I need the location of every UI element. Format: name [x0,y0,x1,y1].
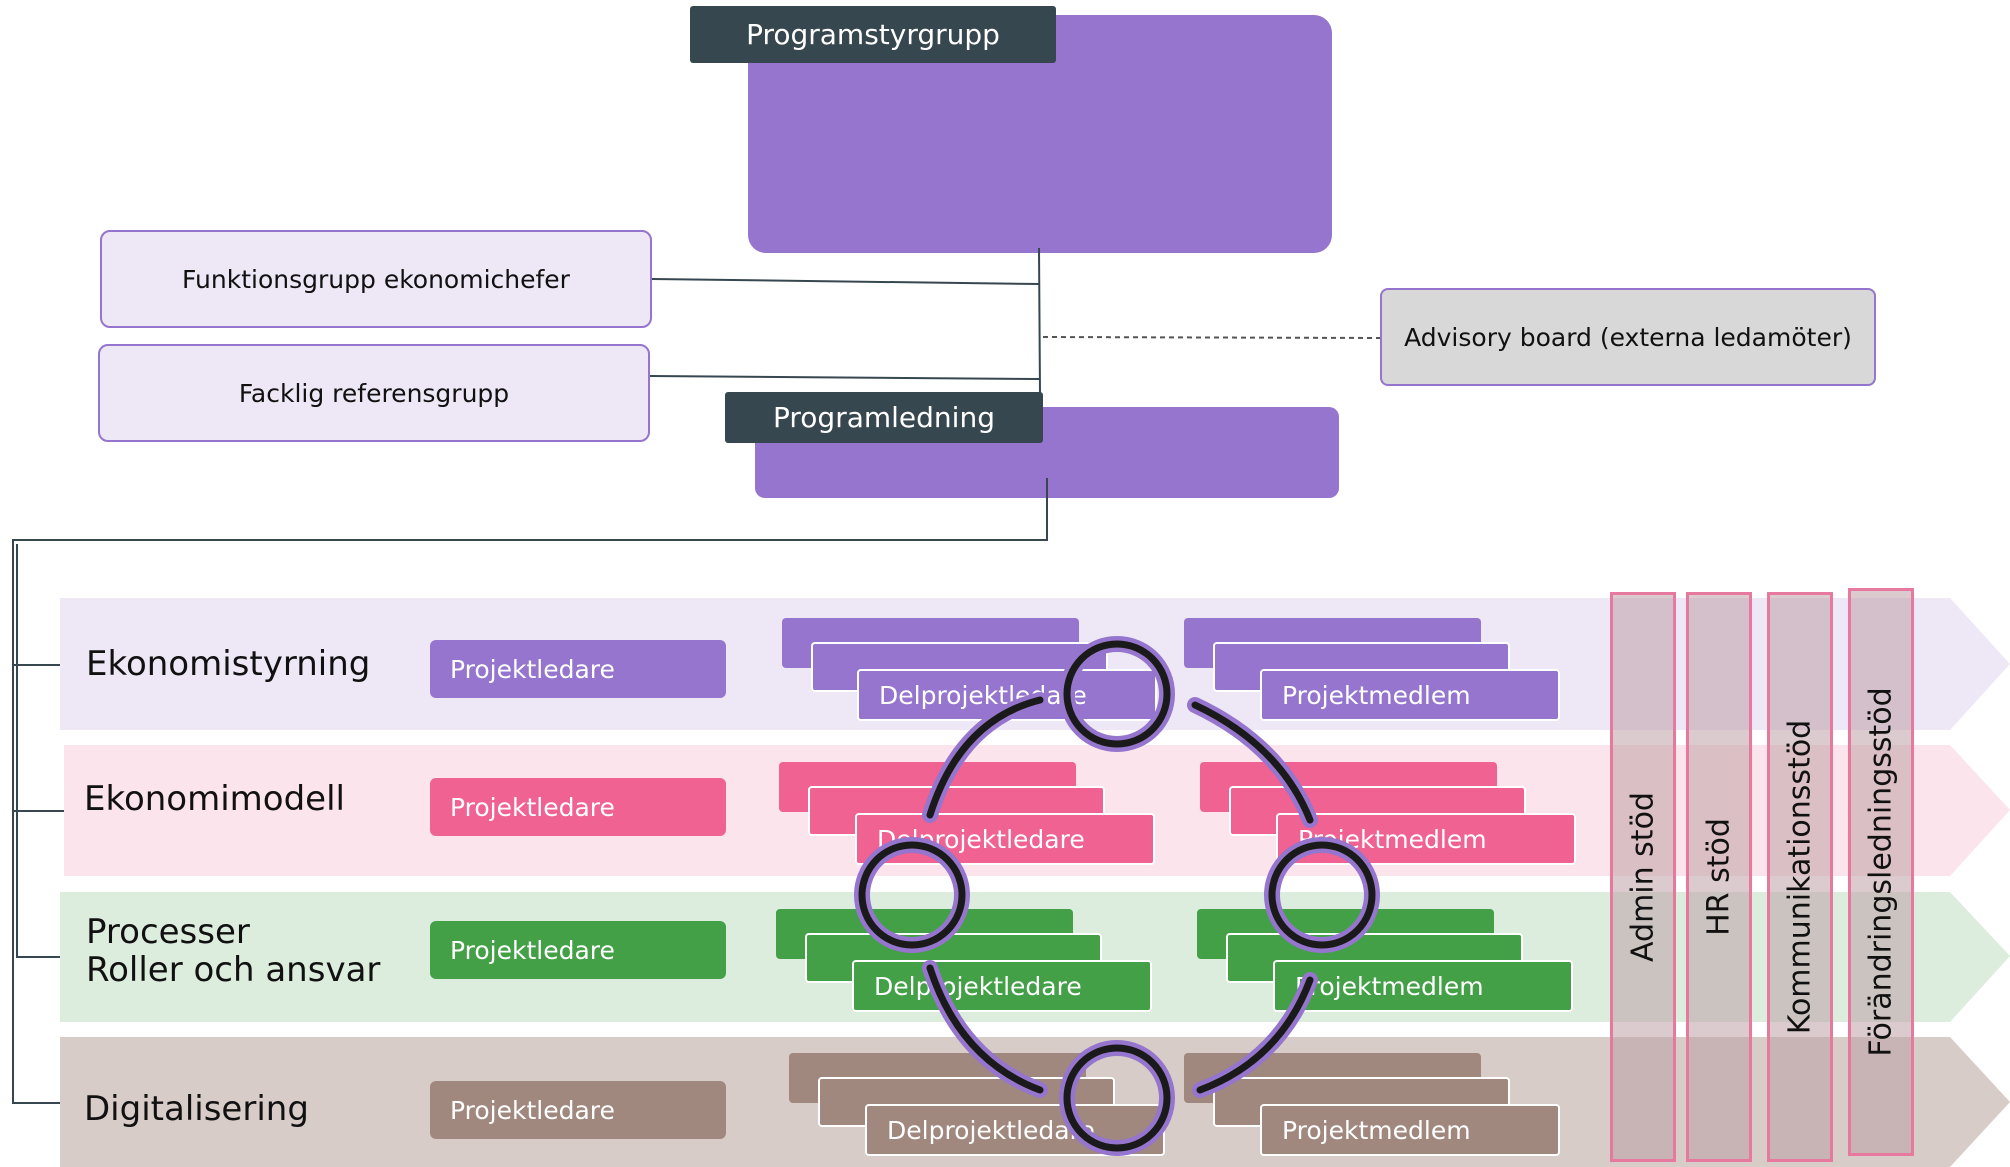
lane-label-digitalisering: Digitalisering [84,1089,309,1129]
lane-label-ekonomimodell: Ekonomimodell [84,779,345,819]
advisory-board-box: Advisory board (externa ledamöter) [1380,288,1876,386]
lane-label-processer: Processer Roller och ansvar [86,912,381,990]
project-lead-digitalisering: Projektledare [430,1081,726,1139]
subproject-lead-processer: Delprojektledare [852,960,1152,1012]
member-digitalisering: Projektmedlem [1260,1104,1560,1156]
member-ekonomistyrning: Projektmedlem [1260,669,1560,721]
lane-label-ekonomistyrning: Ekonomistyrning [86,644,371,684]
project-lead-processer: Projektledare [430,921,726,979]
member-processer: Projektmedlem [1273,960,1573,1012]
support-column-hr: HR stöd [1686,592,1752,1162]
union-reference-group-box: Facklig referensgrupp [98,344,650,442]
support-column-admin: Admin stöd [1610,592,1676,1162]
project-lead-ekonomistyrning: Projektledare [430,640,726,698]
functional-group-box: Funktionsgrupp ekonomichefer [100,230,652,328]
steering-group-title: Programstyrgrupp [690,6,1056,63]
support-column-change-management: Förändringsledningsstöd [1848,588,1914,1156]
program-management-title: Programledning [725,392,1043,443]
support-column-communication: Kommunikationsstöd [1767,592,1833,1162]
project-lead-ekonomimodell: Projektledare [430,778,726,836]
